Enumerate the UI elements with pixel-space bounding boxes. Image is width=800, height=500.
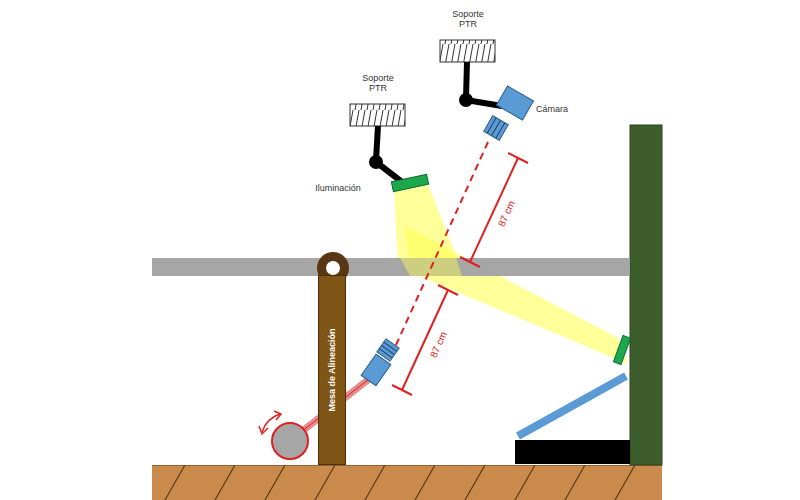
lamp: [613, 335, 630, 364]
wall: [630, 125, 662, 465]
light-beam: [405, 226, 628, 364]
alignment-table-post: Mesa de Alineación: [318, 275, 346, 465]
dimension-label: 87 cm: [428, 329, 450, 360]
lamp: [391, 174, 428, 191]
floor: [152, 465, 662, 500]
support-label: Soporte PTR: [357, 73, 399, 94]
camera: [497, 86, 534, 120]
horizontal-bar: [152, 258, 630, 276]
support-arm: [466, 62, 467, 98]
camera-label: Cámara: [536, 104, 568, 114]
arm-joint: [369, 155, 383, 169]
mirror: [518, 376, 626, 436]
rotation-arrowhead: [274, 411, 281, 420]
base-block: [515, 440, 630, 464]
dimension-label: 87 cm: [496, 198, 518, 229]
floor-hatch: [152, 465, 662, 500]
node-label: Mesa de Alineación: [327, 328, 337, 411]
rotation-arrow: [262, 414, 280, 432]
rotation-base: [272, 423, 308, 459]
support-label: Soporte PTR: [447, 9, 489, 30]
optical-axis: [396, 142, 488, 345]
ptr-support: [350, 104, 405, 126]
camera-lens: [484, 116, 509, 141]
pivot-hole: [326, 261, 340, 275]
support-arm: [376, 126, 378, 160]
dimension-bracket: [392, 153, 528, 395]
rotation-arrowhead: [259, 426, 268, 434]
lighting-label: Iluminación: [315, 183, 361, 193]
arm-joint: [459, 93, 473, 107]
camera-lens: [377, 339, 399, 361]
ptr-support: [440, 40, 495, 62]
